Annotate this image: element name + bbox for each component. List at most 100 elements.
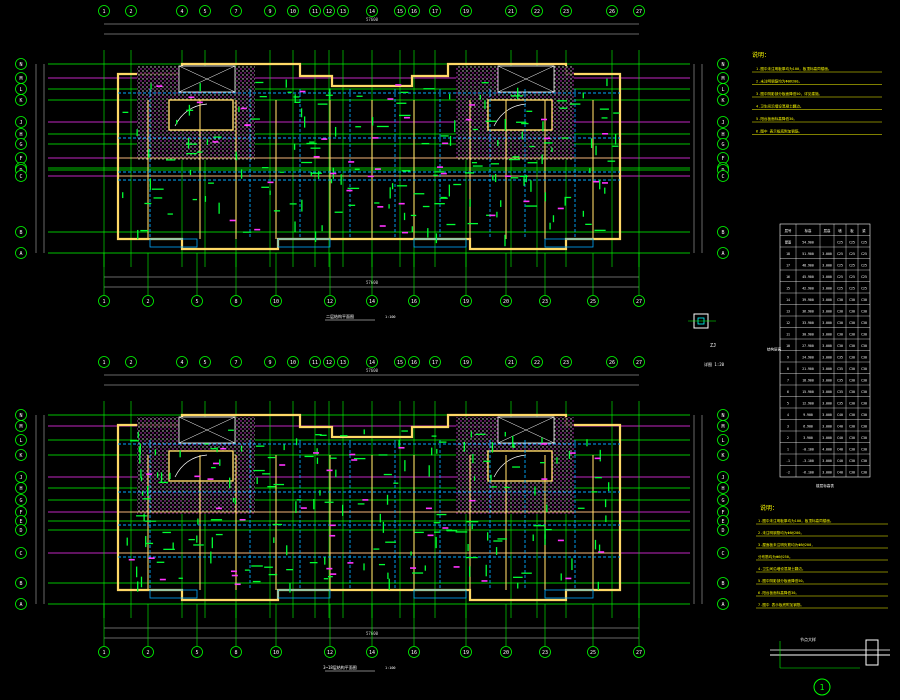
- axis-bubble: [309, 5, 321, 17]
- table-cell: C30: [849, 321, 855, 325]
- axis-bubble-label: B: [19, 581, 22, 587]
- note-line: 7.图中 表示板底附加钢筋。: [758, 602, 804, 607]
- axis-bubble-label: G: [19, 498, 22, 504]
- axis-bubble-label: 14: [369, 360, 375, 366]
- note-line: 5.图中阴影部分板面降低50。: [758, 578, 806, 583]
- axis-bubble: [606, 5, 618, 17]
- table-cell: 4.000: [822, 448, 832, 452]
- table-cell: C40: [837, 448, 843, 452]
- table-cell: C30: [849, 459, 855, 463]
- note-line: 4.卫生间沿墙设混凝土翻边。: [758, 566, 805, 571]
- table-cell: C30: [861, 471, 867, 475]
- axis-bubble-label: K: [721, 453, 724, 459]
- axis-bubble-label: 10: [290, 360, 296, 366]
- axis-bubble-label: 5: [195, 650, 198, 656]
- axis-bubble: [408, 356, 420, 368]
- axis-bubble: [230, 295, 242, 307]
- axis-bubble: [717, 598, 729, 610]
- slab-tag: [159, 578, 166, 581]
- table-cell: 3.000: [822, 287, 832, 291]
- table-cell: 1: [787, 448, 789, 452]
- elevator-cross: [178, 65, 236, 93]
- table-cell: 14: [786, 298, 790, 302]
- axis-bubble-label: M: [19, 424, 22, 430]
- axis-bubble-label: 26: [609, 360, 615, 366]
- slab-tag: [231, 574, 238, 577]
- axis-bubble-label: J: [19, 120, 22, 126]
- table-head: 标高: [805, 228, 812, 233]
- axis-bubble-label: 27: [636, 360, 642, 366]
- table-cell: 12: [786, 321, 790, 325]
- axis-bubble-label: 21: [508, 9, 514, 15]
- table-cell: 15: [786, 287, 790, 291]
- axis-bubble: [408, 646, 420, 658]
- axis-bubble: [633, 5, 645, 17]
- table-cell: 7: [787, 379, 789, 383]
- slab-tag: [440, 172, 447, 175]
- axis-bubble-label: 12: [327, 299, 333, 305]
- slab-tag: [541, 118, 548, 121]
- axis-bubble-label: 14: [369, 299, 375, 305]
- table-cell: C30: [861, 425, 867, 429]
- axis-bubble-label: 11: [312, 9, 318, 15]
- axis-bubble: [199, 5, 211, 17]
- axis-bubble: [717, 94, 729, 106]
- slab-tag: [505, 175, 512, 177]
- axis-bubble: [717, 138, 729, 150]
- axis-bubble: [531, 5, 543, 17]
- axis-bubble-label: 1: [102, 360, 105, 366]
- slab-tag: [267, 181, 274, 184]
- axis-bubble-label: 22: [534, 9, 540, 15]
- slab-tag: [330, 573, 337, 575]
- table-cell: 13: [786, 310, 790, 314]
- axis-bubble-label: D: [721, 528, 724, 534]
- table-cell: C25: [861, 275, 867, 279]
- axis-bubble: [460, 295, 472, 307]
- table-cell: 17: [786, 264, 790, 268]
- slab-tag: [569, 452, 576, 454]
- table-cell: C35: [837, 402, 843, 406]
- axis-bubble-label: G: [721, 142, 724, 148]
- table-cell: C30: [861, 459, 867, 463]
- table-cell: 3.000: [822, 275, 832, 279]
- notes-bottom-heading: 说明：: [760, 504, 778, 512]
- table-cell: C30: [861, 379, 867, 383]
- axis-bubble: [15, 577, 27, 589]
- balcony: [544, 589, 594, 599]
- slab-tag: [402, 231, 409, 234]
- table-cell: C30: [849, 436, 855, 440]
- table-head: 梁: [862, 228, 866, 233]
- axis-bubble-label: A: [19, 602, 22, 608]
- axis-bubble-label: 9: [268, 9, 271, 15]
- slab-tag: [329, 534, 336, 537]
- axis-bubble: [324, 646, 336, 658]
- slab-tag: [372, 137, 379, 139]
- plan-title: 二层结构平面图: [326, 313, 354, 319]
- stair-box: [168, 99, 234, 131]
- table-cell: C30: [861, 390, 867, 394]
- slab-tag: [541, 443, 548, 445]
- axis-bubble: [505, 356, 517, 368]
- slab-tag: [367, 175, 374, 178]
- axis-bubble: [531, 356, 543, 368]
- axis-bubble: [125, 5, 137, 17]
- table-cell: 3.000: [822, 425, 832, 429]
- axis-bubble-label: 4: [180, 360, 183, 366]
- axis-bubble-label: 17: [432, 9, 438, 15]
- table-cell: 8: [787, 367, 789, 371]
- slab-tag: [410, 567, 417, 569]
- slab-tag: [244, 124, 251, 127]
- table-cell: C25: [837, 264, 843, 268]
- axis-bubble: [98, 5, 110, 17]
- axis-bubble: [717, 482, 729, 494]
- slab-tag: [598, 551, 605, 553]
- table-cell: C30: [849, 402, 855, 406]
- overall-dim: 57600: [366, 368, 379, 373]
- table-cell: C40: [837, 459, 843, 463]
- table-cell: C25: [861, 252, 867, 256]
- axis-bubble-label: M: [19, 76, 22, 82]
- axis-bubble-label: 11: [312, 360, 318, 366]
- notes-top: 说明： 1.图中未注明板厚均为100，板顶标高同楼面。2.未注明钢筋均为Φ8@2…: [752, 51, 882, 135]
- table-cell: C30: [837, 298, 843, 302]
